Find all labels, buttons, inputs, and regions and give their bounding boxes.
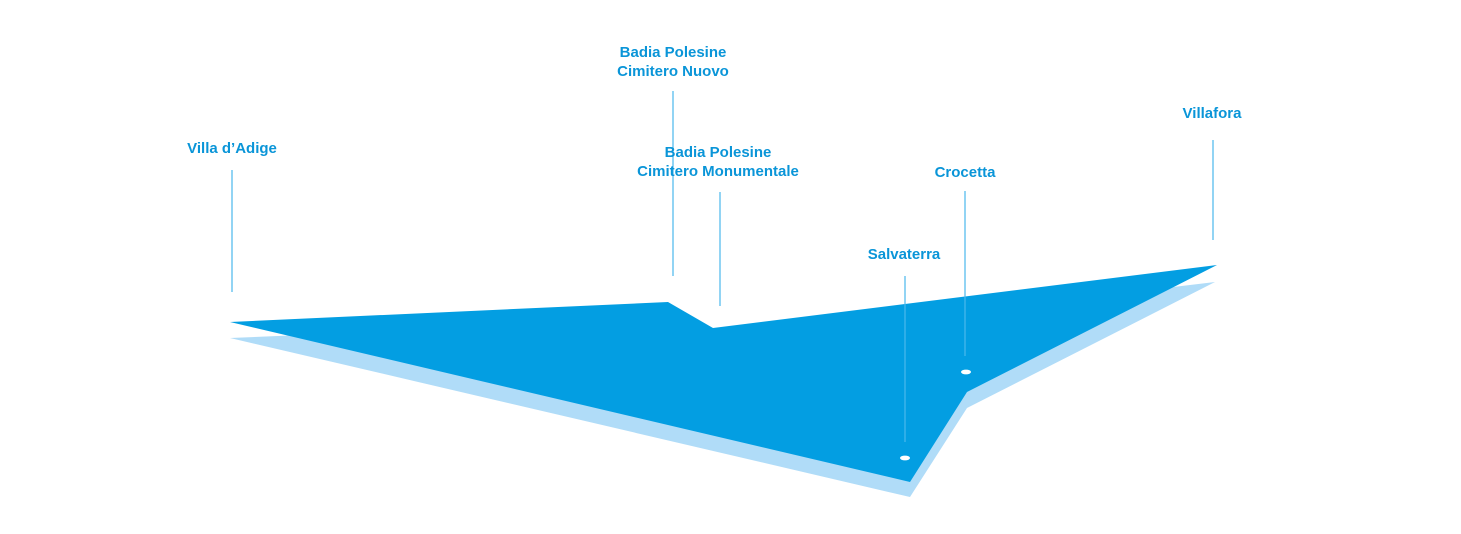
- label-line: Badia Polesine: [664, 144, 772, 161]
- marker-villa-dadige[interactable]: [225, 308, 235, 314]
- label-villafora[interactable]: Villafora: [1183, 104, 1242, 123]
- area-shape: [230, 265, 1217, 482]
- label-line: Crocetta: [934, 164, 996, 181]
- label-line: Cimitero Nuovo: [617, 63, 729, 80]
- label-badia-polesine-cimitero-monumentale[interactable]: Badia Polesine Cimitero Monumentale: [637, 143, 799, 181]
- label-villa-dadige[interactable]: Villa d’Adige: [187, 139, 277, 158]
- label-salvaterra[interactable]: Salvaterra: [868, 245, 941, 264]
- leader-lines: [231, 91, 1214, 442]
- label-line: Villa d’Adige: [187, 140, 277, 157]
- label-line: Badia Polesine: [619, 44, 727, 61]
- label-line: Cimitero Monumentale: [637, 163, 799, 180]
- marker-villafora[interactable]: [1207, 251, 1217, 257]
- marker-badia-polesine-cimitero-monumentale[interactable]: [716, 315, 726, 321]
- marker-badia-polesine-cimitero-nuovo[interactable]: [668, 287, 678, 293]
- label-line: Villafora: [1182, 105, 1242, 122]
- label-line: Salvaterra: [867, 246, 941, 263]
- markers: [225, 251, 1217, 461]
- marker-salvaterra[interactable]: [900, 455, 910, 461]
- label-badia-polesine-cimitero-nuovo[interactable]: Badia Polesine Cimitero Nuovo: [617, 43, 729, 81]
- marker-crocetta[interactable]: [961, 369, 971, 375]
- label-crocetta[interactable]: Crocetta: [935, 163, 996, 182]
